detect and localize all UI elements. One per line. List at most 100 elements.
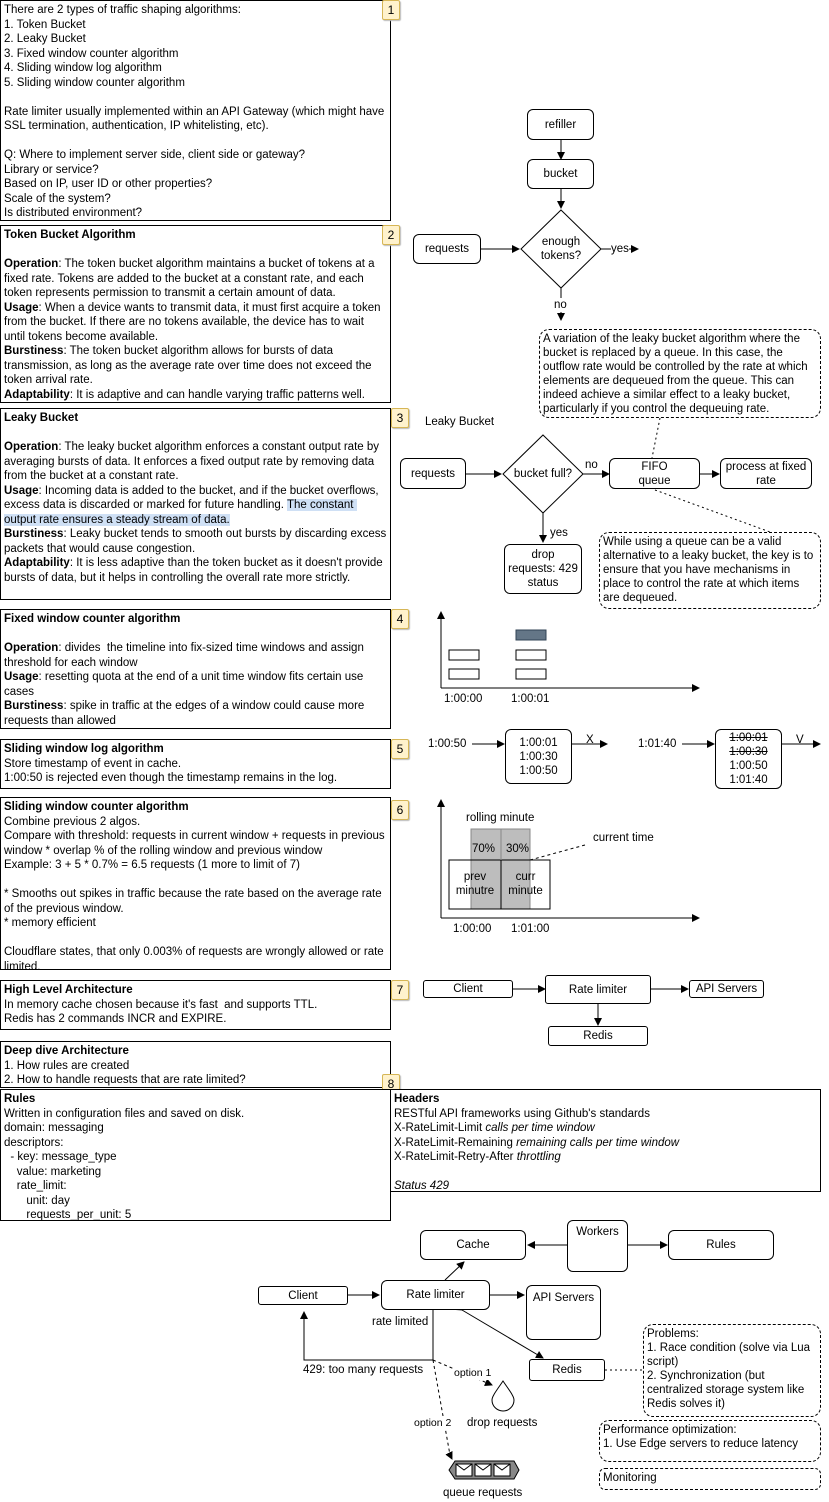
text-adaptability: : It is adaptive and can handle varying … — [69, 388, 365, 401]
sliding-counter-title: Sliding window counter algorithm — [4, 801, 189, 813]
label-usage: Usage — [4, 484, 39, 497]
performance-note: Performance optimization: 1. Use Edge se… — [599, 1420, 821, 1462]
arrow-rate-limited-back — [300, 1310, 434, 1361]
text-operation: : The token bucket algorithm maintains a… — [4, 258, 378, 299]
dotted-link-queue-note — [651, 417, 661, 459]
drop-requests-node: drop requests: 429 status — [504, 544, 582, 594]
fixed-window-tick-1: 1:00:01 — [511, 693, 550, 705]
label-burstiness: Burstiness — [4, 528, 64, 540]
requests-node: requests — [413, 234, 481, 264]
high-level-title: High Level Architecture — [4, 984, 133, 996]
fixed-window-tick-0: 1:00:00 — [444, 693, 483, 705]
fixed-window-title: Fixed window counter algorithm — [4, 613, 181, 625]
leaky-no-label: no — [585, 459, 598, 471]
tag-3: 3 — [391, 408, 409, 428]
text-burstiness: : The token bucket algorithm allows for … — [4, 345, 375, 386]
dotted-link-queue-alt-note — [654, 489, 771, 533]
queue-variation-note: A variation of the leaky bucket algorith… — [539, 329, 821, 418]
process-node: process at fixed rate — [720, 458, 812, 489]
log-a-time: 1:00:50 — [428, 738, 467, 750]
sliding-log-body: Store timestamp of event in cache. 1:00:… — [4, 757, 338, 785]
sliding-log-note: Sliding window log algorithm Store times… — [0, 739, 391, 789]
fixed-window-req-rejected — [515, 629, 547, 641]
sliding-tick-0: 1:00:00 — [453, 923, 492, 935]
tag-7: 7 — [391, 980, 409, 1000]
rate-limited-label: rate limited — [372, 1316, 429, 1328]
curr-minute-box — [500, 859, 551, 910]
log-a-entry: 1:00:30 — [519, 750, 558, 763]
header-limit: X-RateLimit-Limit — [394, 1122, 486, 1134]
fixed-window-req-4 — [515, 649, 547, 661]
leaky-bucket-note: Leaky Bucket Operation: The leaky bucket… — [0, 408, 391, 600]
log-b-time: 1:01:40 — [638, 738, 677, 750]
text-usage: : resetting quota at the end of a unit t… — [4, 671, 367, 698]
drop-requests-label: drop requests — [467, 1417, 538, 1429]
sliding-log-title: Sliding window log algorithm — [4, 743, 164, 755]
label-burstiness: Burstiness — [4, 345, 64, 357]
too-many-requests-label: 429: too many requests — [303, 1363, 424, 1377]
bucket-full-label: bucket full? — [513, 468, 573, 480]
header-retry-desc: throttling — [516, 1151, 561, 1163]
deep-dive-note: Deep dive Architecture 1. How rules are … — [0, 1041, 391, 1088]
intro-note: There are 2 types of traffic shaping alg… — [0, 0, 391, 221]
problems-note: Problems: 1. Race condition (solve via L… — [643, 1324, 821, 1417]
percent-70: 70% — [472, 843, 496, 855]
log-a-entry: 1:00:50 — [519, 764, 558, 777]
refiller-node: refiller — [527, 109, 594, 140]
text-adaptability: : It is less adaptive than the token buc… — [4, 557, 386, 584]
current-time-pointer — [529, 844, 586, 861]
rules-title: Rules — [4, 1093, 36, 1105]
fixed-window-req-1 — [448, 668, 480, 680]
token-bucket-title: Token Bucket Algorithm — [4, 229, 136, 241]
fixed-window-req-2 — [448, 649, 480, 661]
text-usage: : When a device wants to transmit data, … — [4, 301, 384, 343]
text-burstiness: : Leaky bucket tends to smooth out burst… — [4, 528, 390, 555]
queue-alternative-note: While using a queue can be a valid alter… — [599, 532, 821, 609]
label-operation: Operation — [4, 441, 59, 453]
rolling-minute-label: rolling minute — [466, 812, 535, 824]
tag-1: 1 — [382, 0, 400, 20]
fifo-queue-node: FIFO queue — [609, 458, 700, 489]
rules-node: Rules — [668, 1230, 774, 1260]
high-level-body: In memory cache chosen because it's fast… — [4, 998, 318, 1026]
tag-2: 2 — [382, 225, 400, 245]
queue-icon — [448, 1460, 520, 1480]
tag-5: 5 — [391, 739, 409, 759]
drop-icon — [491, 1380, 515, 1412]
log-b-box: 1:00:01 1:00:30 1:00:50 1:01:40 — [715, 729, 782, 789]
log-b-entry: 1:01:40 — [729, 774, 768, 786]
log-b-removed-entry: 1:00:01 — [729, 732, 768, 744]
queue-requests-label: queue requests — [443, 1487, 523, 1499]
rate-limiter-node: Rate limiter — [381, 1280, 490, 1310]
option1-label: option 1 — [454, 1366, 492, 1380]
sliding-tick-1: 1:01:00 — [511, 923, 550, 935]
text-operation: : The leaky bucket algorithm enforces a … — [4, 441, 383, 482]
label-operation: Operation — [4, 642, 59, 654]
deep-dive-title: Deep dive Architecture — [4, 1045, 129, 1057]
workers-node: Workers — [567, 1220, 628, 1272]
client-node: Client — [258, 1286, 348, 1305]
leaky-bucket-title: Leaky Bucket — [4, 412, 79, 424]
leaky-requests-node: requests — [400, 458, 466, 489]
rules-body: Written in configuration files and saved… — [4, 1107, 245, 1221]
rules-note: Rules Written in configuration files and… — [0, 1089, 391, 1221]
text-burstiness: : spike in traffic at the edges of a win… — [4, 700, 368, 727]
deep-dive-body: 1. How rules are created 2. How to handl… — [4, 1059, 246, 1087]
label-adaptability: Adaptability — [4, 388, 70, 401]
curr-minute-label: curr minute — [508, 871, 543, 897]
percent-30: 30% — [506, 843, 530, 855]
hl-client-node: Client — [423, 980, 513, 998]
log-b-entry: 1:00:50 — [729, 760, 768, 772]
leaky-yes-label: yes — [550, 526, 568, 540]
high-level-note: High Level Architecture In memory cache … — [0, 980, 391, 1030]
api-servers-node: API Servers — [526, 1285, 601, 1340]
label-adaptability: Adaptability — [4, 557, 70, 569]
workers-label: Workers — [576, 1226, 619, 1238]
bucket-node: bucket — [527, 159, 594, 189]
label-operation: Operation — [4, 258, 59, 270]
option2-path — [432, 1359, 453, 1460]
current-time-label: current time — [593, 832, 654, 844]
leaky-bucket-label: Leaky Bucket — [425, 416, 495, 428]
arrow-ratelimiter-cache — [444, 1261, 465, 1281]
